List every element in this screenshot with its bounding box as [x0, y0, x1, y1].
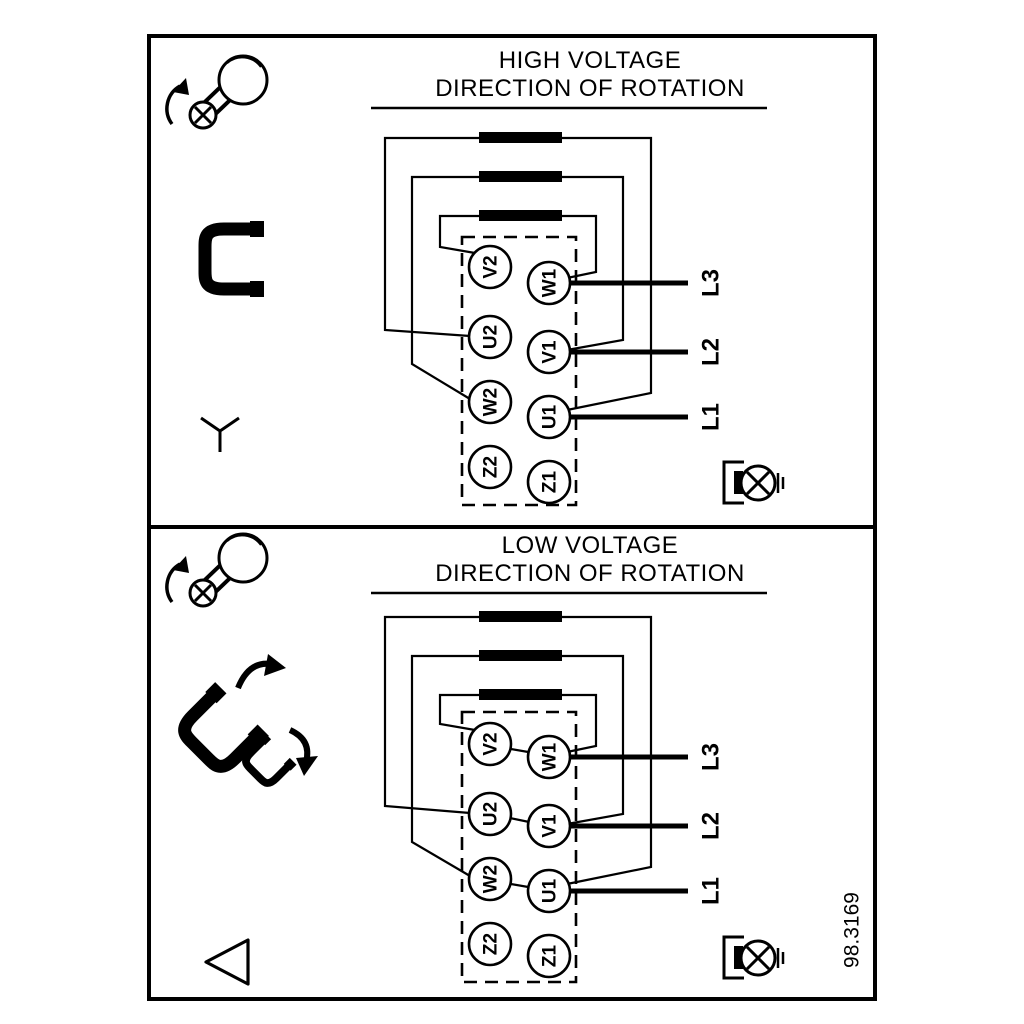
terminal-label: V2 — [481, 732, 502, 755]
delta-connection-icon — [204, 938, 250, 986]
terminal-w1: W1 — [526, 260, 572, 306]
panel-title-line1: LOW VOLTAGE — [502, 532, 679, 559]
terminal-box — [460, 235, 578, 507]
terminal-v1: V1 — [526, 803, 572, 849]
terminal-label: V2 — [481, 255, 502, 278]
jumper-bar — [479, 611, 562, 622]
terminal-box — [460, 710, 578, 984]
jumper-bar — [479, 171, 562, 182]
jumper-bar — [479, 132, 562, 143]
supply-label-l3: L3 — [697, 269, 724, 297]
supply-lines: L3 L2 L1 — [570, 743, 724, 905]
terminal-label: Z2 — [481, 933, 502, 955]
supply-label-l2: L2 — [697, 812, 724, 840]
terminal-w2: W2 — [467, 379, 513, 425]
terminal-label: Z2 — [481, 456, 502, 478]
terminal-z1: Z1 — [526, 933, 572, 979]
terminal-v2: V2 — [467, 721, 513, 767]
terminal-label: W2 — [481, 865, 502, 894]
panel-title-line1: HIGH VOLTAGE — [499, 47, 681, 74]
jumper-wires — [383, 136, 653, 412]
terminal-label: U1 — [540, 404, 561, 429]
terminal-label: U2 — [481, 325, 502, 349]
terminal-label: Z1 — [540, 944, 561, 967]
panel-low-voltage: LOW VOLTAGE DIRECTION OF ROTATION — [167, 532, 785, 986]
terminal-u2: U2 — [467, 791, 513, 837]
supply-label-l1: L1 — [697, 877, 724, 905]
panel-title-line2: DIRECTION OF ROTATION — [435, 560, 745, 587]
terminal-label: W1 — [540, 742, 561, 771]
jumper-bar — [479, 689, 562, 700]
jumper-bars — [479, 611, 562, 700]
supply-label-l3: L3 — [697, 743, 724, 771]
terminal-label: V1 — [540, 340, 561, 364]
terminal-label: W1 — [540, 268, 561, 297]
terminal-u1: U1 — [526, 394, 572, 440]
terminal-u1: U1 — [526, 868, 572, 914]
panel-high-voltage: HIGH VOLTAGE DIRECTION OF ROTATION V2 — [167, 47, 785, 507]
jumper-wires — [383, 615, 653, 890]
jumper-bars — [479, 132, 562, 221]
terminal-u2: U2 — [467, 314, 513, 360]
star-connection-icon — [200, 416, 240, 452]
terminal-z1: Z1 — [526, 459, 572, 505]
terminal-v1: V1 — [526, 329, 572, 375]
terminal-z2: Z2 — [467, 921, 513, 967]
terminal-label: U2 — [481, 802, 502, 826]
panel-title-line2: DIRECTION OF ROTATION — [435, 75, 745, 102]
terminal-w2: W2 — [467, 856, 513, 902]
terminal-v2: V2 — [467, 244, 513, 290]
jumper-reposition-icon — [173, 654, 318, 790]
drawing-number: 98.3169 — [840, 892, 863, 968]
terminal-label: W2 — [481, 388, 502, 417]
terminal-label: V1 — [540, 814, 561, 838]
supply-label-l1: L1 — [697, 403, 724, 431]
supply-lines: L3 L2 L1 — [570, 269, 724, 431]
terminal-label: U1 — [540, 878, 561, 903]
jumper-bar — [479, 650, 562, 661]
terminal-w1: W1 — [526, 734, 572, 780]
terminal-label: Z1 — [540, 470, 561, 493]
diagram-border — [147, 34, 877, 1001]
jumper-bar — [479, 210, 562, 221]
supply-label-l2: L2 — [697, 338, 724, 366]
terminal-z2: Z2 — [467, 444, 513, 490]
